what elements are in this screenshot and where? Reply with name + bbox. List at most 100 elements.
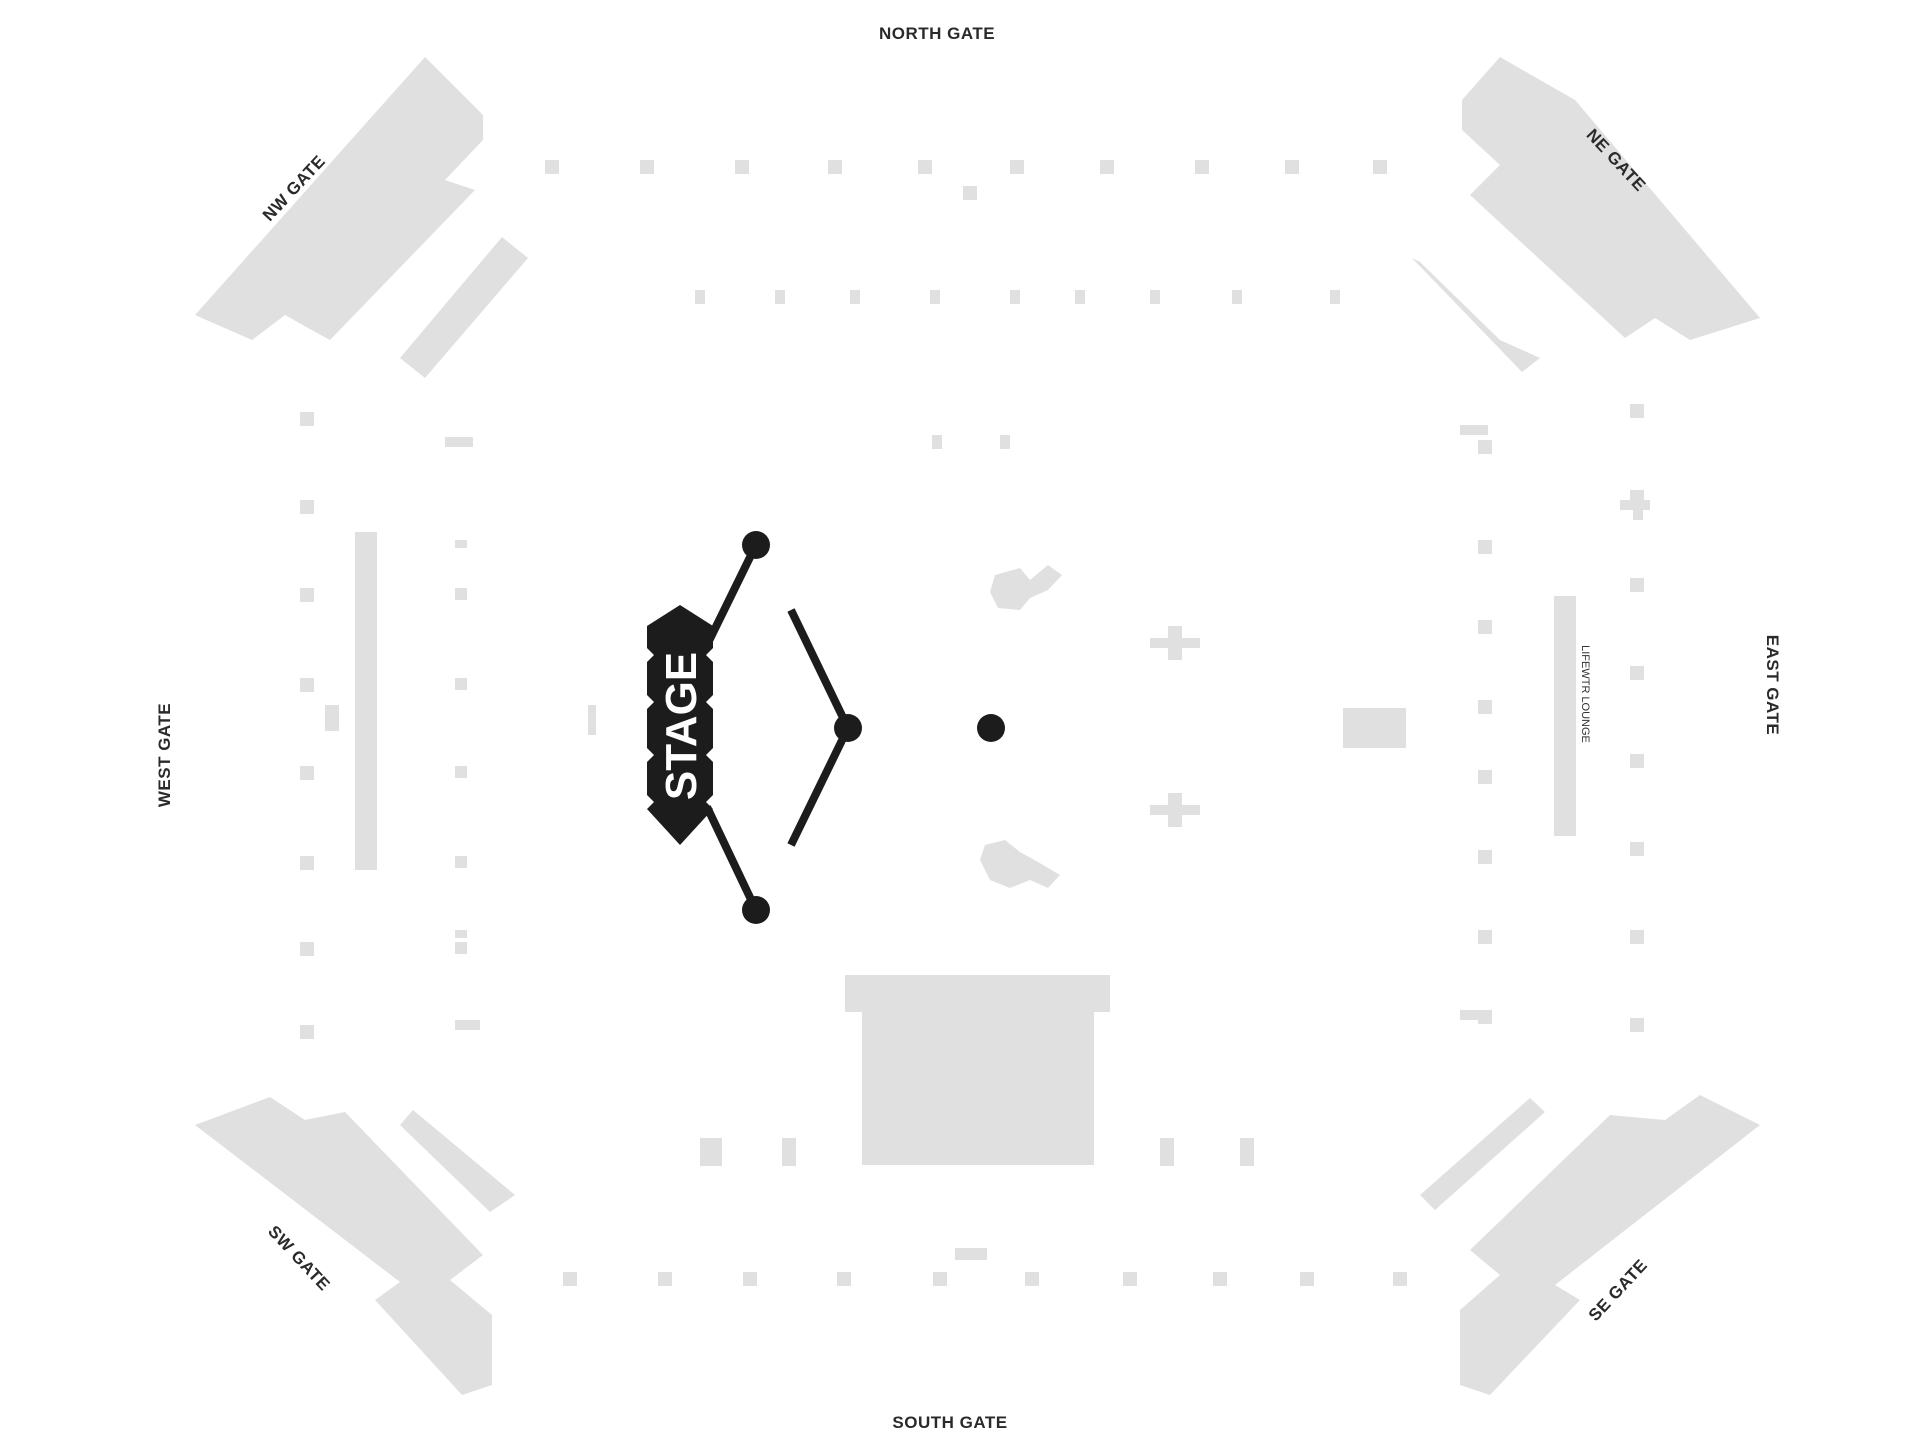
stage-node-top: [742, 531, 770, 559]
aisle-marker: [1000, 435, 1010, 449]
catwalk-node: [834, 714, 862, 742]
aisle-marker: [1460, 425, 1488, 435]
aisle-marker: [455, 588, 467, 600]
aisle-marker: [1478, 770, 1492, 784]
aisle-marker: [1630, 842, 1644, 856]
section-lifewtr-lounge[interactable]: [1554, 596, 1576, 836]
section-northwest[interactable]: [195, 57, 528, 378]
se-gate-label: SE GATE: [1585, 1256, 1651, 1325]
stage-ramp-lower: [703, 805, 760, 912]
aisle-marker: [1478, 700, 1492, 714]
aisle-marker: [455, 1020, 480, 1030]
stage-node-bottom: [742, 896, 770, 924]
aisle-marker: [1010, 290, 1020, 304]
aisle-marker: [455, 942, 467, 954]
aisle-marker: [918, 160, 932, 174]
aisle-marker: [1630, 666, 1644, 680]
aisle-marker: [563, 1272, 577, 1286]
aisle-marker: [700, 1138, 722, 1166]
aisle-marker: [445, 437, 473, 447]
aisle-marker: [1150, 290, 1160, 304]
section-southeast[interactable]: [1420, 1095, 1760, 1395]
aisle-marker: [455, 930, 467, 938]
aisle-marker: [300, 678, 314, 692]
aisle-marker: [300, 412, 314, 426]
aisle-marker: [963, 186, 977, 200]
aisle-marker: [588, 705, 596, 735]
aisle-marker: [782, 1138, 796, 1166]
aisle-marker: [837, 1272, 851, 1286]
floor-cluster-upper: [990, 565, 1062, 610]
aisle-marker: [1010, 160, 1024, 174]
aisle-marker: [1285, 160, 1299, 174]
aisle-marker: [1160, 1138, 1174, 1166]
aisle-marker: [1630, 1018, 1644, 1032]
section-south-floor[interactable]: [845, 975, 1110, 1165]
section-northeast[interactable]: [1412, 57, 1760, 372]
aisle-marker: [300, 942, 314, 956]
aisle-marker: [1373, 160, 1387, 174]
aisle-marker: [775, 290, 785, 304]
aisle-marker: [1630, 754, 1644, 768]
aisle-marker: [545, 160, 559, 174]
aisle-marker: [1393, 1272, 1407, 1286]
aisle-marker: [1025, 1272, 1039, 1286]
aisle-marker: [828, 160, 842, 174]
aisle-marker: [1123, 1272, 1137, 1286]
floor-plus-lower: [1150, 793, 1200, 827]
aisle-marker: [1630, 930, 1644, 944]
aisle-marker: [1478, 440, 1492, 454]
aisle-marker: [1213, 1272, 1227, 1286]
aisle-markers: [300, 160, 1650, 1286]
stage: STAGE: [647, 531, 1005, 924]
lifewtr-lounge-label: LIFEWTR LOUNGE: [1579, 645, 1591, 743]
aisle-marker: [933, 1272, 947, 1286]
aisle-marker: [300, 766, 314, 780]
aisle-marker: [743, 1272, 757, 1286]
catwalk-lower: [787, 726, 852, 847]
east-gate-label: EAST GATE: [1763, 635, 1782, 736]
aisle-marker: [1630, 404, 1644, 418]
aisle-marker: [455, 856, 467, 868]
aisle-marker: [955, 1248, 987, 1260]
aisle-marker: [850, 290, 860, 304]
aisle-marker: [1478, 850, 1492, 864]
catwalk-upper: [787, 608, 852, 730]
aisle-marker: [1300, 1272, 1314, 1286]
aisle-marker: [1478, 930, 1492, 944]
sw-gate-label: SW GATE: [264, 1222, 334, 1295]
aisle-marker: [300, 588, 314, 602]
aisle-marker: [1232, 290, 1242, 304]
aisle-marker: [658, 1272, 672, 1286]
aisle-marker: [300, 856, 314, 870]
aisle-marker: [1075, 290, 1085, 304]
stage-label: STAGE: [657, 652, 706, 800]
stage-ramp-upper: [703, 543, 760, 647]
soundboard-booth: [1343, 708, 1406, 748]
aisle-marker: [1630, 578, 1644, 592]
aisle-marker: [325, 705, 339, 731]
aisle-marker: [1620, 500, 1650, 510]
aisle-marker: [695, 290, 705, 304]
stage-platform: [647, 605, 713, 845]
aisle-marker: [1330, 290, 1340, 304]
aisle-marker: [1460, 1010, 1488, 1020]
aisle-marker: [1195, 160, 1209, 174]
aisle-marker: [1240, 1138, 1254, 1166]
aisle-marker: [1478, 540, 1492, 554]
aisle-marker: [930, 290, 940, 304]
center-b-stage: [977, 714, 1005, 742]
aisle-marker: [455, 766, 467, 778]
aisle-marker: [455, 678, 467, 690]
aisle-marker: [1100, 160, 1114, 174]
section-west-floor[interactable]: [355, 532, 377, 870]
section-southwest[interactable]: [195, 1097, 515, 1395]
floor-plus-upper: [1150, 626, 1200, 660]
aisle-marker: [932, 435, 942, 449]
floor-cluster-lower: [980, 840, 1060, 888]
aisle-marker: [455, 540, 467, 548]
west-gate-label: WEST GATE: [155, 703, 174, 807]
south-gate-label: SOUTH GATE: [892, 1413, 1007, 1432]
north-gate-label: NORTH GATE: [879, 24, 995, 43]
